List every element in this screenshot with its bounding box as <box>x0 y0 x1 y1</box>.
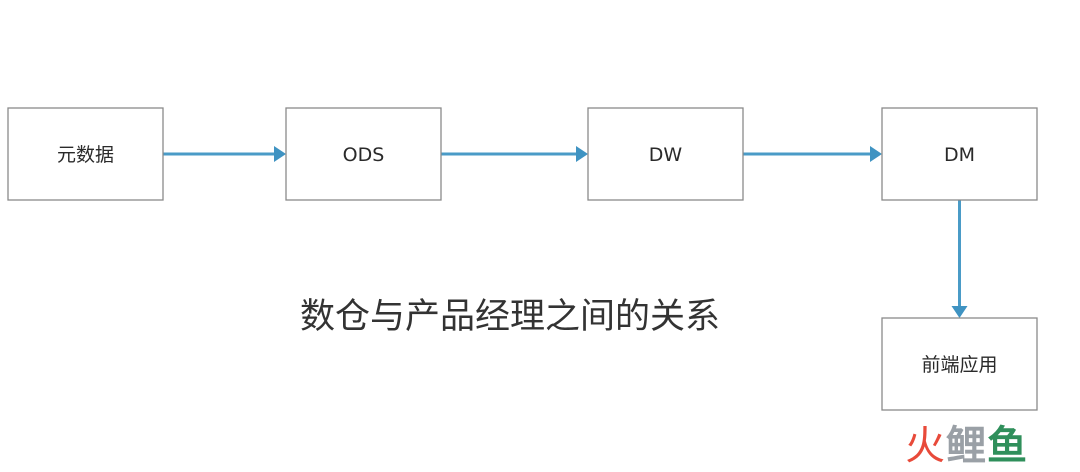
node-box-dw <box>587 107 744 201</box>
node-ods: ODS <box>285 107 442 201</box>
watermark-char-3: 鱼 <box>987 423 1028 469</box>
arrow-dw-to-dm <box>743 146 882 162</box>
edges-layer <box>163 146 968 318</box>
node-dw: DW <box>587 107 744 201</box>
node-label-frontend: 前端应用 <box>921 354 997 376</box>
node-label-ods: ODS <box>343 144 385 166</box>
node-label-metadata: 元数据 <box>57 144 114 166</box>
node-label-dw: DW <box>649 144 683 166</box>
watermark-char-2: 鲤 <box>946 423 987 469</box>
arrow-dm-to-frontend <box>951 200 968 318</box>
node-label-dm: DM <box>944 144 975 166</box>
arrow-head <box>951 306 968 318</box>
node-box-metadata <box>7 107 164 201</box>
arrow-metadata-to-ods <box>163 146 286 162</box>
node-box-dm <box>881 107 1038 201</box>
arrow-head <box>274 146 286 162</box>
watermark-char-1: 火 <box>905 423 946 469</box>
node-frontend: 前端应用 <box>881 317 1038 411</box>
nodes-layer: 元数据 ODS DW DM 前端应用 <box>7 107 1038 411</box>
node-box-frontend <box>881 317 1038 411</box>
node-metadata: 元数据 <box>7 107 164 201</box>
arrow-head <box>576 146 588 162</box>
node-box-ods <box>285 107 442 201</box>
diagram-title: 数仓与产品经理之间的关系 <box>300 297 720 337</box>
arrow-ods-to-dw <box>441 146 588 162</box>
arrow-head <box>870 146 882 162</box>
node-dm: DM <box>881 107 1038 201</box>
watermark-logo: 火 鲤 鱼 <box>905 424 1028 468</box>
